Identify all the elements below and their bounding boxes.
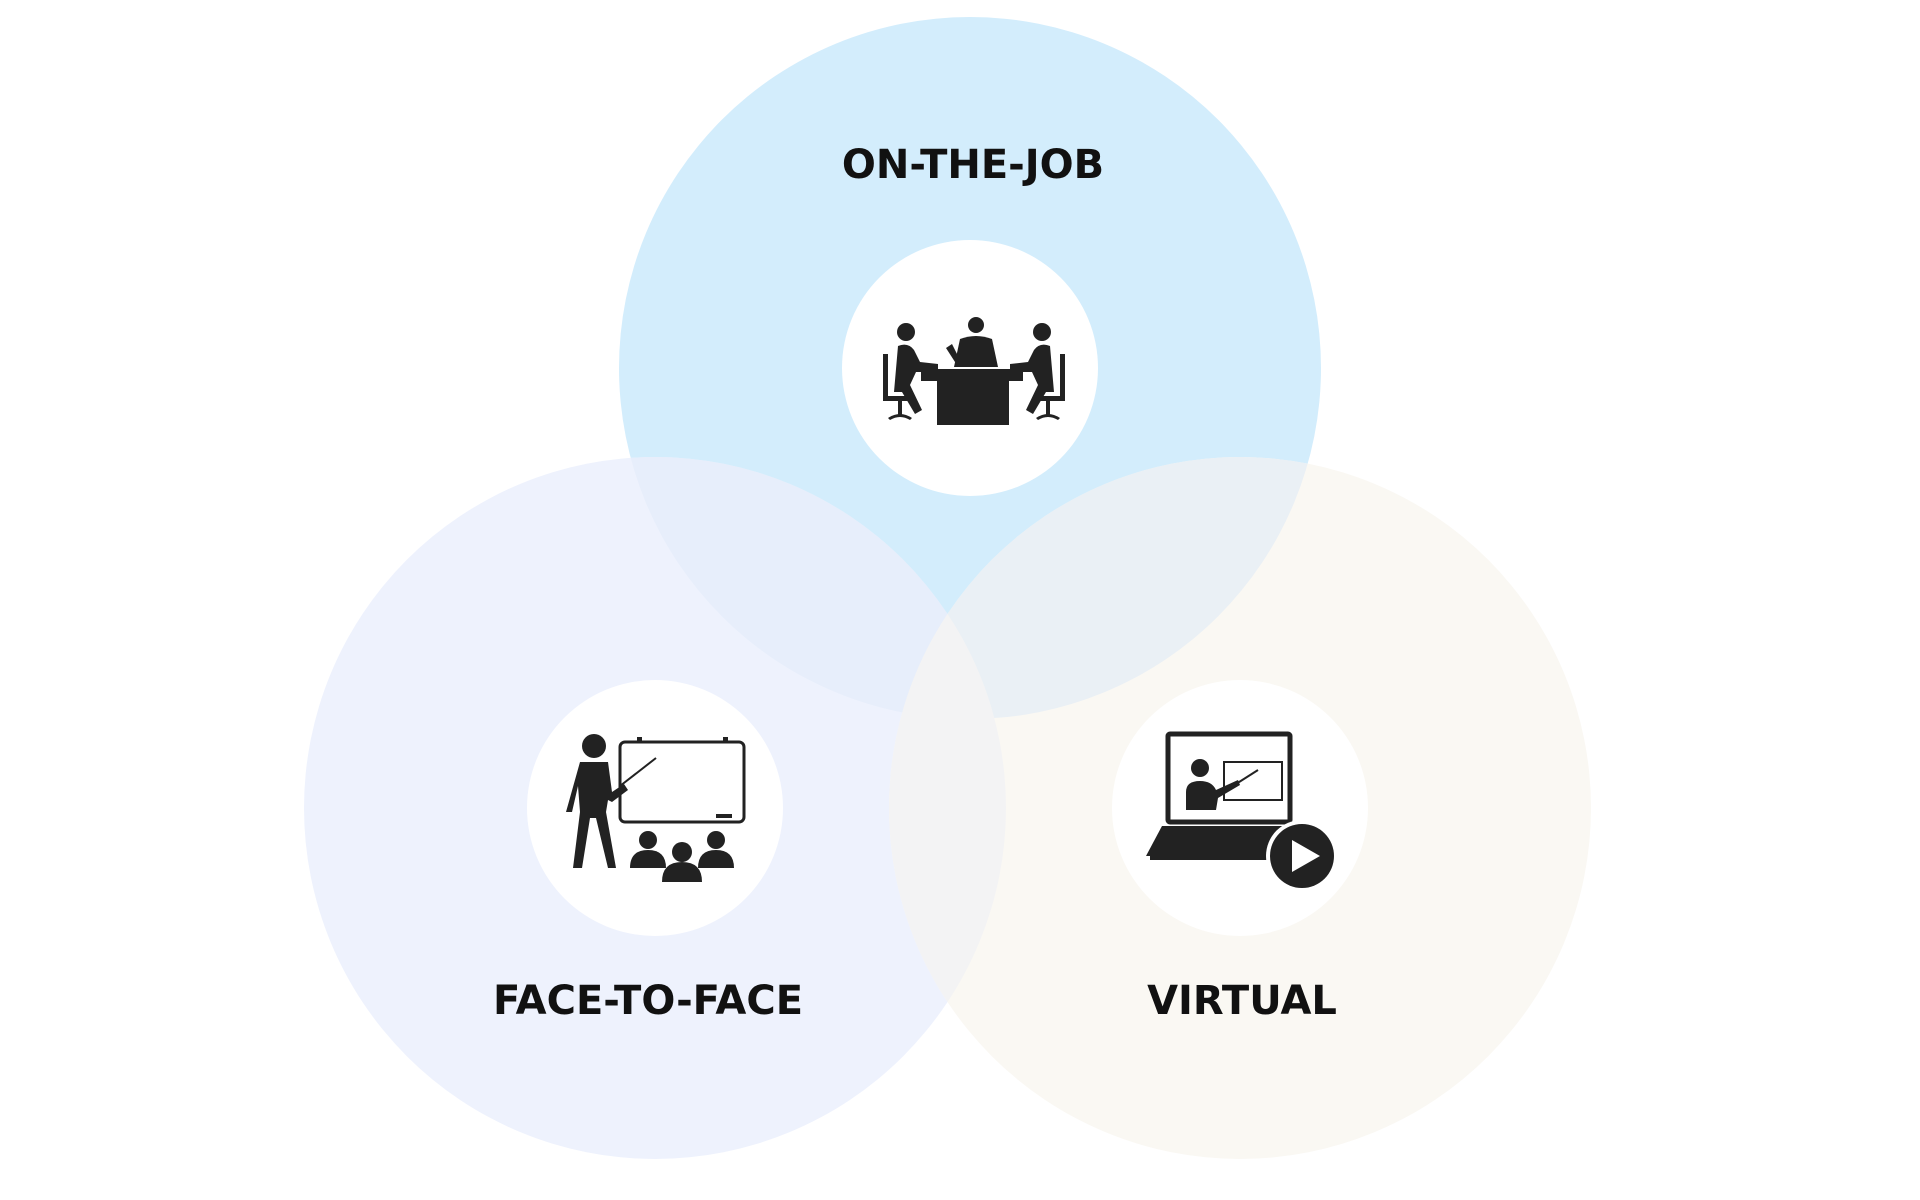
icon-disc-virtual (1112, 680, 1368, 936)
label-virtual: VIRTUAL (1147, 978, 1337, 1024)
label-on-the-job: ON-THE-JOB (842, 142, 1104, 188)
overlap-on-the-job-virtual (889, 457, 1321, 719)
icon-disc-on-the-job (842, 240, 1098, 496)
classroom-icon (566, 734, 746, 882)
label-face-to-face: FACE-TO-FACE (493, 978, 803, 1024)
meeting-table-icon (883, 317, 1065, 425)
overlap-on-the-job-face-to-face (619, 457, 1006, 719)
laptop-video-icon (1146, 731, 1338, 892)
